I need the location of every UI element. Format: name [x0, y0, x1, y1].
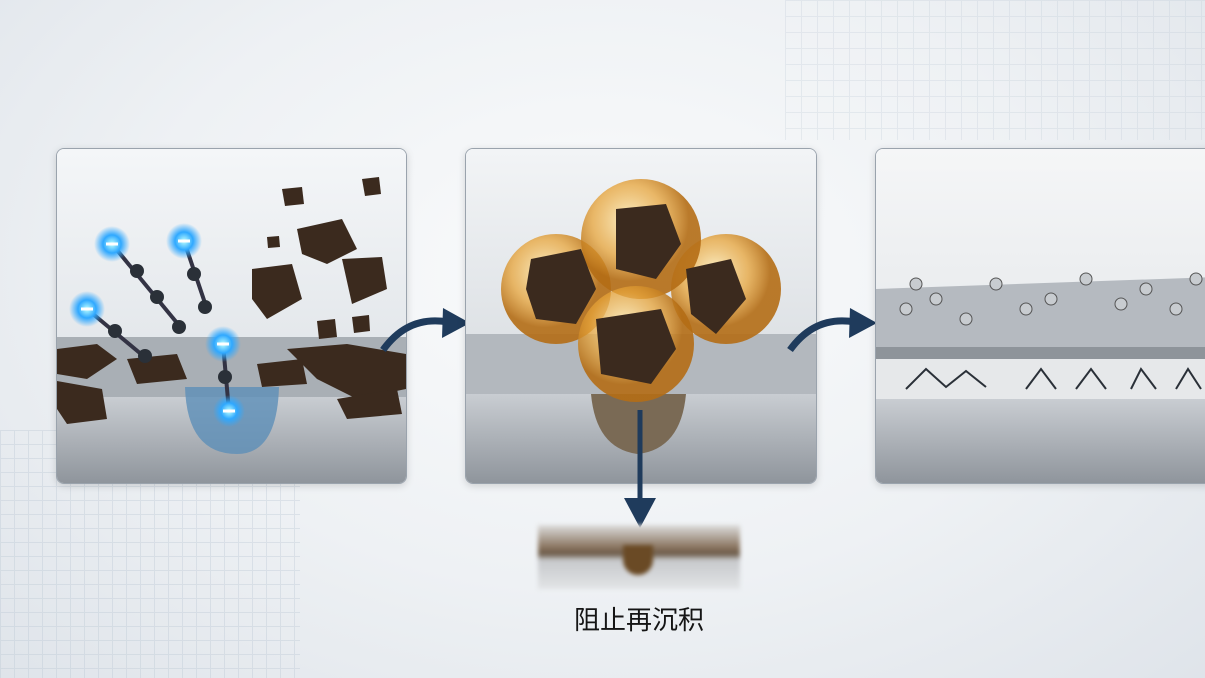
redeposition-thumbnail	[538, 525, 740, 589]
arrow-right-icon	[380, 308, 470, 353]
arrow-down-icon	[624, 410, 656, 528]
negative-ion-icon	[69, 223, 245, 427]
background-grid-right	[785, 0, 1205, 140]
caption-prevent-redeposition: 阻止再沉积	[573, 606, 704, 636]
arrow-right-icon	[787, 308, 877, 353]
panel-protective-layer	[875, 148, 1205, 484]
panel-soil-removal	[56, 148, 407, 484]
molecule-icon	[899, 272, 1203, 326]
soil-particle-icon	[57, 177, 406, 424]
molecule-icon	[905, 367, 1202, 390]
soil-particle-icon	[526, 204, 746, 384]
